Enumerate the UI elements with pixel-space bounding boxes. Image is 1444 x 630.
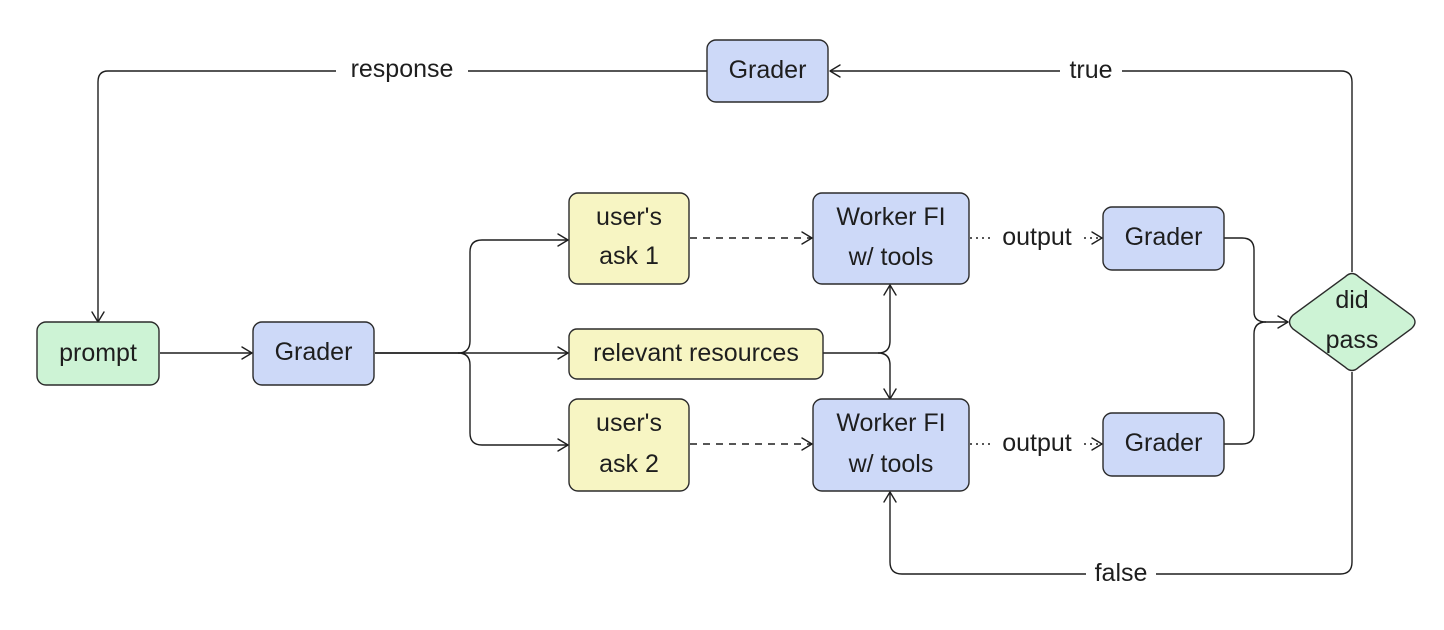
grader-1-label: Grader — [1125, 223, 1203, 251]
resources-label: relevant resources — [593, 339, 799, 367]
edge-resources-worker2 — [877, 352, 891, 399]
worker-2-label-line2: w/ tools — [848, 450, 934, 478]
prompt-box — [36, 321, 160, 386]
resources-box — [568, 328, 824, 380]
edge-label-true: true — [1069, 56, 1112, 84]
worker-1-label-line1: Worker FI — [836, 203, 945, 231]
prompt-node: prompt — [36, 321, 160, 386]
edge-response — [97, 70, 707, 322]
arrowhead-output-2 — [1091, 437, 1103, 451]
ask-1-box — [568, 192, 690, 285]
ask-2-label-line1: user's — [596, 409, 662, 437]
arrowhead-worker2 — [801, 437, 813, 451]
arrowhead-worker1 — [801, 231, 813, 245]
grader-top-box — [706, 39, 829, 103]
arrowhead-decision — [1277, 315, 1289, 329]
grader-2-node: Grader — [1102, 412, 1225, 477]
arrowhead-ask2 — [557, 438, 569, 452]
prompt-label: prompt — [59, 339, 137, 367]
arrowhead-ask1 — [557, 233, 569, 247]
grader-main-label: Grader — [275, 338, 353, 366]
arrowhead-false — [883, 491, 897, 503]
edge-resources-workers — [823, 285, 891, 354]
arrowhead-prompt-grader — [241, 346, 253, 360]
grader-2-box — [1102, 412, 1225, 477]
grader-main-box — [252, 321, 375, 386]
ask-1-label-line2: ask 1 — [599, 242, 659, 270]
worker-1-node: Worker FI w/ tools — [812, 192, 970, 285]
edge-label-output-1: output — [1002, 223, 1072, 251]
grader-top-label: Grader — [729, 56, 807, 84]
edge-grader2-decision — [1224, 321, 1267, 445]
resources-node: relevant resources — [568, 328, 824, 380]
decision-label-line1: did — [1335, 286, 1368, 314]
grader-1-box — [1102, 206, 1225, 271]
grader-2-label: Grader — [1125, 429, 1203, 457]
worker-2-label-line1: Worker FI — [836, 409, 945, 437]
worker-2-box — [812, 398, 970, 492]
edge-true — [830, 70, 1353, 272]
worker-1-box — [812, 192, 970, 285]
decision-node: did pass — [1288, 272, 1416, 372]
ask-2-box — [568, 398, 690, 492]
decision-label-line2: pass — [1326, 326, 1379, 354]
edge-grader-ask1 — [375, 239, 568, 354]
decision-diamond — [1288, 272, 1416, 372]
ask-1-node: user's ask 1 — [568, 192, 690, 285]
worker-1-label-line2: w/ tools — [848, 243, 934, 271]
ask-2-node: user's ask 2 — [568, 398, 690, 492]
arrowhead-output-1 — [1091, 231, 1103, 245]
edge-grader-ask2 — [457, 352, 568, 446]
edge-label-response: response — [351, 55, 454, 83]
grader-1-node: Grader — [1102, 206, 1225, 271]
arrowhead-true — [829, 64, 841, 78]
arrowhead-resources-worker1 — [883, 284, 897, 296]
worker-2-node: Worker FI w/ tools — [812, 398, 970, 492]
edge-label-output-2: output — [1002, 429, 1072, 457]
edge-grader1-decision — [1224, 237, 1288, 323]
ask-1-label-line1: user's — [596, 203, 662, 231]
grader-top-node: Grader — [706, 39, 829, 103]
edge-label-false: false — [1095, 559, 1148, 587]
arrowhead-resources — [557, 346, 569, 360]
ask-2-label-line2: ask 2 — [599, 450, 659, 478]
grader-main-node: Grader — [252, 321, 375, 386]
